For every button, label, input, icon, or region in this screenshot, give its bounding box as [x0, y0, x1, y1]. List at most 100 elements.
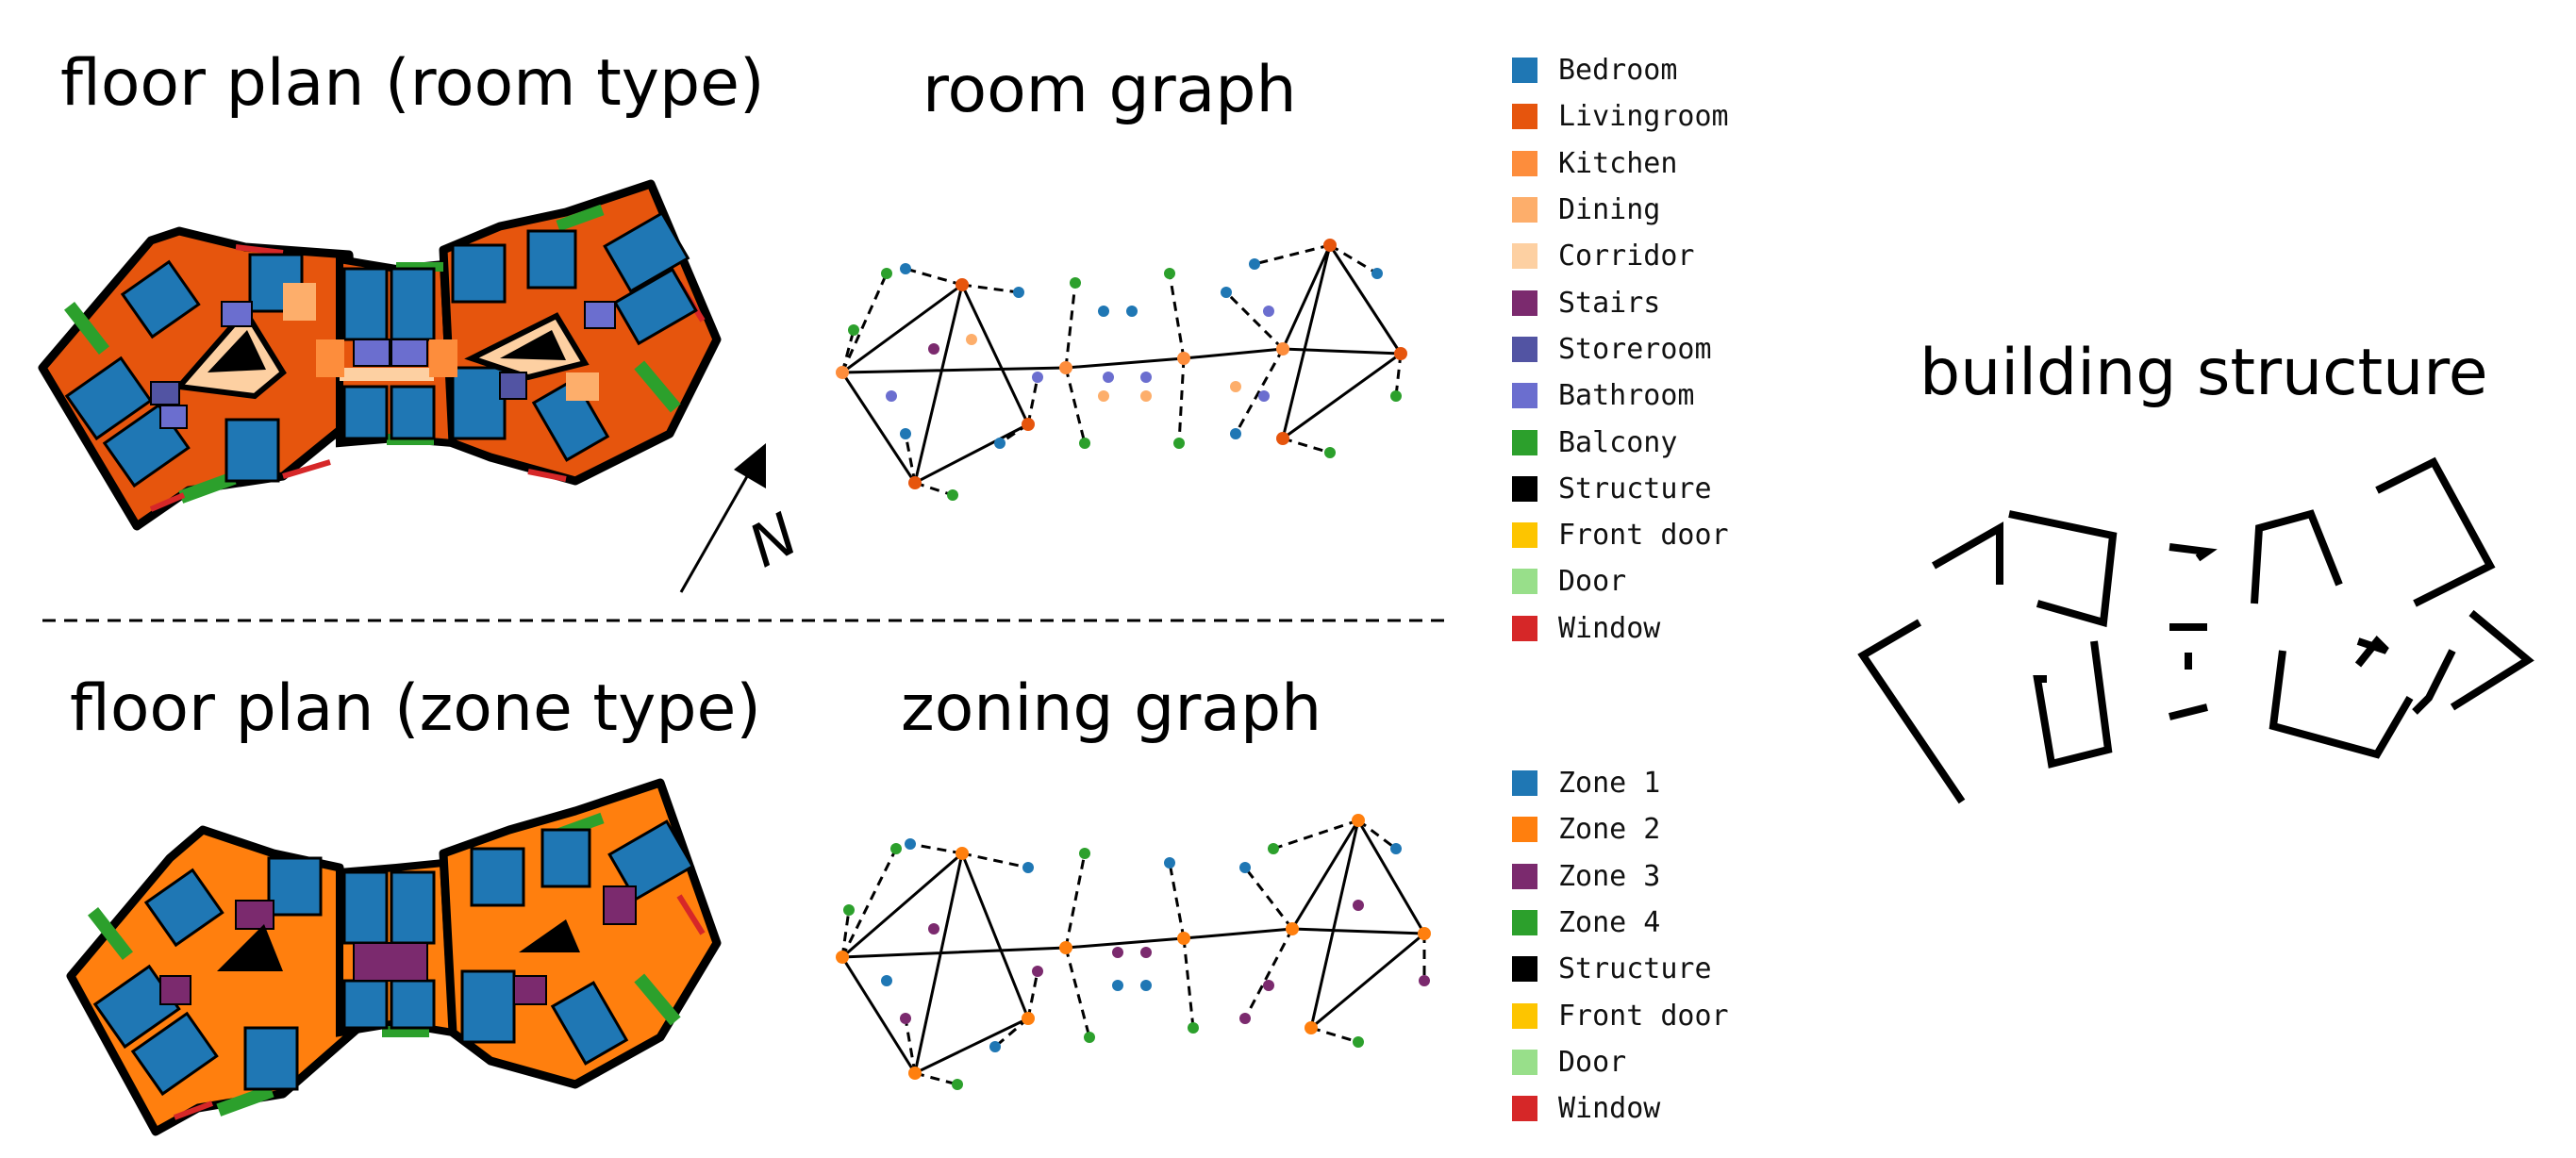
graph-node — [989, 1041, 1001, 1052]
legend-item-bathroom: Bathroom — [1512, 372, 1729, 419]
bedroom — [531, 377, 610, 462]
legend-label: Kitchen — [1558, 146, 1678, 180]
graph-node — [1098, 306, 1109, 317]
legend-swatch — [1512, 910, 1537, 936]
wall — [1932, 521, 2003, 585]
graph-edge-dashed — [840, 243, 1403, 497]
zoning-graph-nodes — [836, 814, 1431, 1090]
bedroom — [224, 418, 280, 483]
legend-item-stairs: Stairs — [1512, 279, 1729, 325]
storeroom — [150, 381, 180, 405]
legend-item-bedroom: Bedroom — [1512, 47, 1729, 93]
corridor-core — [208, 330, 266, 372]
graph-node — [1353, 900, 1364, 911]
graph-node — [836, 366, 849, 379]
graph-node — [881, 268, 892, 279]
legend-swatch — [1512, 383, 1537, 409]
graph-node — [1276, 342, 1289, 356]
building-structure-walls — [1857, 456, 2534, 804]
graph-node — [1258, 390, 1270, 402]
graph-node — [1177, 352, 1190, 365]
corridor-core — [500, 330, 566, 360]
bathroom — [221, 301, 253, 327]
zone-1 — [390, 979, 436, 1030]
graph-node — [1390, 843, 1402, 854]
legend-label: Corridor — [1558, 240, 1695, 273]
wall — [2412, 649, 2456, 715]
zone-3 — [603, 885, 637, 925]
graph-node — [1394, 347, 1407, 360]
window — [527, 469, 567, 482]
floor-plan-zone-title: floor plan (zone type) — [70, 671, 761, 746]
balcony — [178, 471, 237, 504]
legend-item-zone-4: Zone 4 — [1512, 900, 1729, 946]
corridor — [340, 368, 434, 381]
graph-node — [928, 923, 939, 935]
zone-3 — [235, 900, 274, 930]
graph-node — [1103, 372, 1114, 383]
graph-node — [1164, 268, 1175, 279]
legend-label: Dining — [1558, 193, 1661, 227]
bedroom — [64, 356, 153, 441]
graph-node — [1268, 843, 1279, 854]
zone-1 — [143, 868, 224, 948]
graph-node — [1221, 287, 1232, 298]
legend-label: Zone 4 — [1558, 906, 1661, 940]
wall — [2169, 703, 2208, 720]
graph-node — [1140, 947, 1152, 958]
graph-node — [1032, 372, 1043, 383]
graph-node — [1276, 432, 1289, 445]
bathroom — [391, 339, 428, 367]
balcony — [634, 360, 681, 413]
graph-node — [1140, 372, 1152, 383]
graph-node — [994, 438, 1005, 449]
wall — [2269, 650, 2414, 759]
zone-3 — [513, 975, 547, 1005]
graph-node — [1230, 381, 1241, 392]
bathroom — [353, 339, 391, 367]
graph-node — [905, 838, 916, 850]
legend-item-window: Window — [1512, 605, 1729, 652]
legend-label: Door — [1558, 1045, 1627, 1079]
graph-node — [1323, 239, 1337, 252]
kitchen — [429, 339, 457, 377]
legend-swatch — [1512, 863, 1537, 889]
graph-node — [1112, 947, 1123, 958]
window — [173, 1100, 214, 1120]
graph-edge — [840, 819, 1426, 1075]
bathroom — [584, 301, 616, 329]
bedroom — [342, 267, 389, 341]
bedroom — [451, 366, 507, 440]
legend-item-corridor: Corridor — [1512, 233, 1729, 279]
legend-item-balcony: Balcony — [1512, 419, 1729, 465]
graph-node — [1164, 857, 1175, 868]
graph-node — [1022, 418, 1035, 431]
zone-4-balcony — [88, 907, 133, 960]
graph-node — [1352, 814, 1365, 827]
legend-item-kitchen: Kitchen — [1512, 141, 1729, 187]
legend-swatch — [1512, 150, 1537, 176]
graph-node — [1084, 1032, 1095, 1043]
graph-node — [1032, 966, 1043, 977]
window — [282, 459, 331, 479]
bedroom — [613, 267, 698, 346]
structure-core — [217, 924, 283, 971]
graph-node — [956, 847, 969, 860]
graph-node — [900, 263, 911, 274]
storeroom — [499, 372, 527, 400]
graph-node — [1263, 980, 1274, 991]
zone-1 — [243, 1026, 299, 1091]
graph-node — [1098, 390, 1109, 402]
graph-node — [1079, 848, 1090, 859]
legend-label: Bathroom — [1558, 379, 1695, 413]
graph-node — [886, 390, 897, 402]
graph-node — [956, 278, 969, 291]
wall — [2354, 636, 2389, 668]
wall — [2008, 510, 2118, 628]
graph-node — [1022, 1012, 1035, 1025]
legend-swatch — [1512, 615, 1537, 641]
graph-edge-dashed — [840, 819, 1426, 1086]
wall — [2169, 543, 2218, 562]
zone-3 — [159, 975, 191, 1005]
zone-1 — [130, 1011, 219, 1097]
